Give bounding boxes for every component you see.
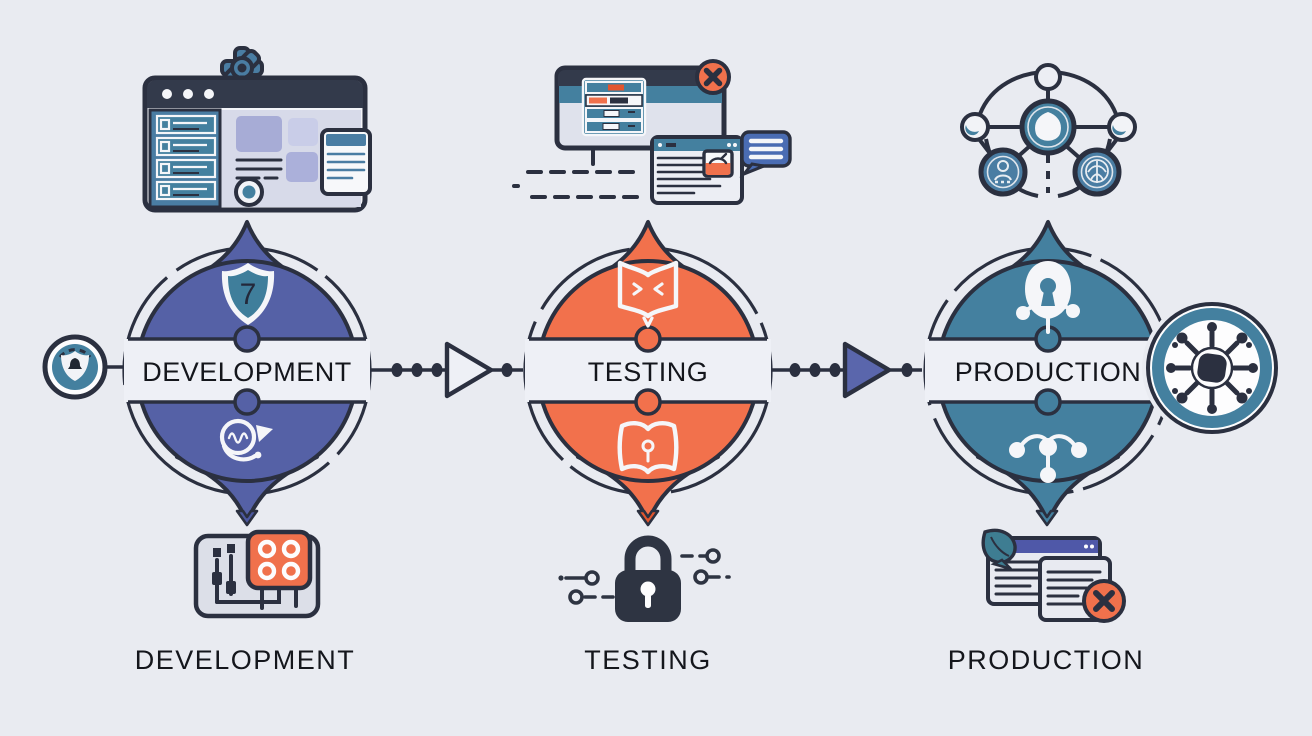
support-headset-icon — [219, 418, 273, 462]
flow-triangle-outline — [444, 341, 494, 399]
browser-header — [147, 80, 363, 108]
hub-top-node — [1034, 63, 1062, 91]
hub-brain-node — [1072, 147, 1122, 197]
hub-right-node — [1107, 112, 1137, 142]
dashed-flow-lines — [512, 148, 642, 199]
shield-icon: 7 — [221, 263, 275, 325]
error-x-badge — [695, 59, 731, 95]
report-window — [650, 135, 744, 205]
user-keyhole-network-icon — [1016, 261, 1080, 334]
hub-left-node — [960, 112, 990, 142]
hub-center-shield-node — [1019, 98, 1077, 156]
shield-bell-badge — [42, 334, 123, 400]
open-book-key-icon — [617, 420, 679, 475]
caption-testing: TESTING — [584, 645, 712, 675]
test-results-panel — [581, 77, 647, 137]
virus-badge — [1142, 298, 1282, 438]
flow-triangle-filled — [842, 341, 892, 399]
band-dots — [1034, 325, 1062, 416]
shield-digit: 7 — [240, 278, 257, 311]
side-card — [320, 128, 372, 196]
content-blocks — [235, 116, 318, 182]
bug-thumbnail-icon — [702, 149, 734, 178]
stage-label-testing: TESTING — [588, 357, 709, 387]
band-dots — [634, 325, 662, 416]
network-hub-illustration — [960, 63, 1137, 198]
connector-dev-to-test — [371, 341, 523, 399]
stage-label-production: PRODUCTION — [955, 357, 1142, 387]
brain-sketch-icon — [1085, 159, 1109, 183]
leaf-icon — [981, 528, 1017, 571]
dice-icon — [245, 529, 313, 591]
circuit-sliders-icon — [212, 544, 298, 610]
shield-pick-icon — [1035, 112, 1061, 141]
window-dots-icon — [162, 89, 214, 99]
caption-production: PRODUCTION — [948, 645, 1145, 675]
band-dots — [233, 325, 261, 416]
stage-node-testing: TESTING — [523, 220, 773, 524]
branch-network-icon — [1009, 434, 1087, 483]
circuit-nodes-icon — [558, 548, 731, 605]
padlock-icon — [615, 535, 681, 622]
connector-ring-core — [242, 185, 256, 199]
stage-label-development: DEVELOPMENT — [142, 357, 352, 387]
control-panel-illustration — [193, 509, 321, 619]
chevron-down-icon — [235, 509, 259, 527]
browser-error-illustration — [512, 59, 792, 205]
virus-icon — [1166, 322, 1258, 414]
chevron-down-icon — [636, 509, 660, 527]
hub-user-node — [978, 147, 1028, 197]
error-x-badge — [1082, 579, 1126, 623]
connector-test-to-prod — [772, 341, 922, 399]
caption-development: DEVELOPMENT — [135, 645, 356, 675]
open-book-arrows-icon — [617, 260, 679, 328]
documents-error-illustration — [981, 509, 1126, 623]
padlock-illustration — [558, 509, 731, 622]
outer-sketch-circle — [923, 246, 1173, 496]
stage-node-development: 7 DEVELOPMENT — [122, 220, 372, 524]
stage-node-production: PRODUCTION — [923, 220, 1173, 524]
sidebar-list — [155, 114, 217, 201]
app-window-with-gear-illustration — [142, 46, 372, 213]
outer-sketch-circle — [122, 246, 372, 496]
user-sketch-icon — [994, 160, 1012, 184]
chevron-down-icon — [1035, 509, 1059, 527]
speech-bubble-icon — [739, 130, 792, 178]
bell-icon — [68, 358, 82, 369]
